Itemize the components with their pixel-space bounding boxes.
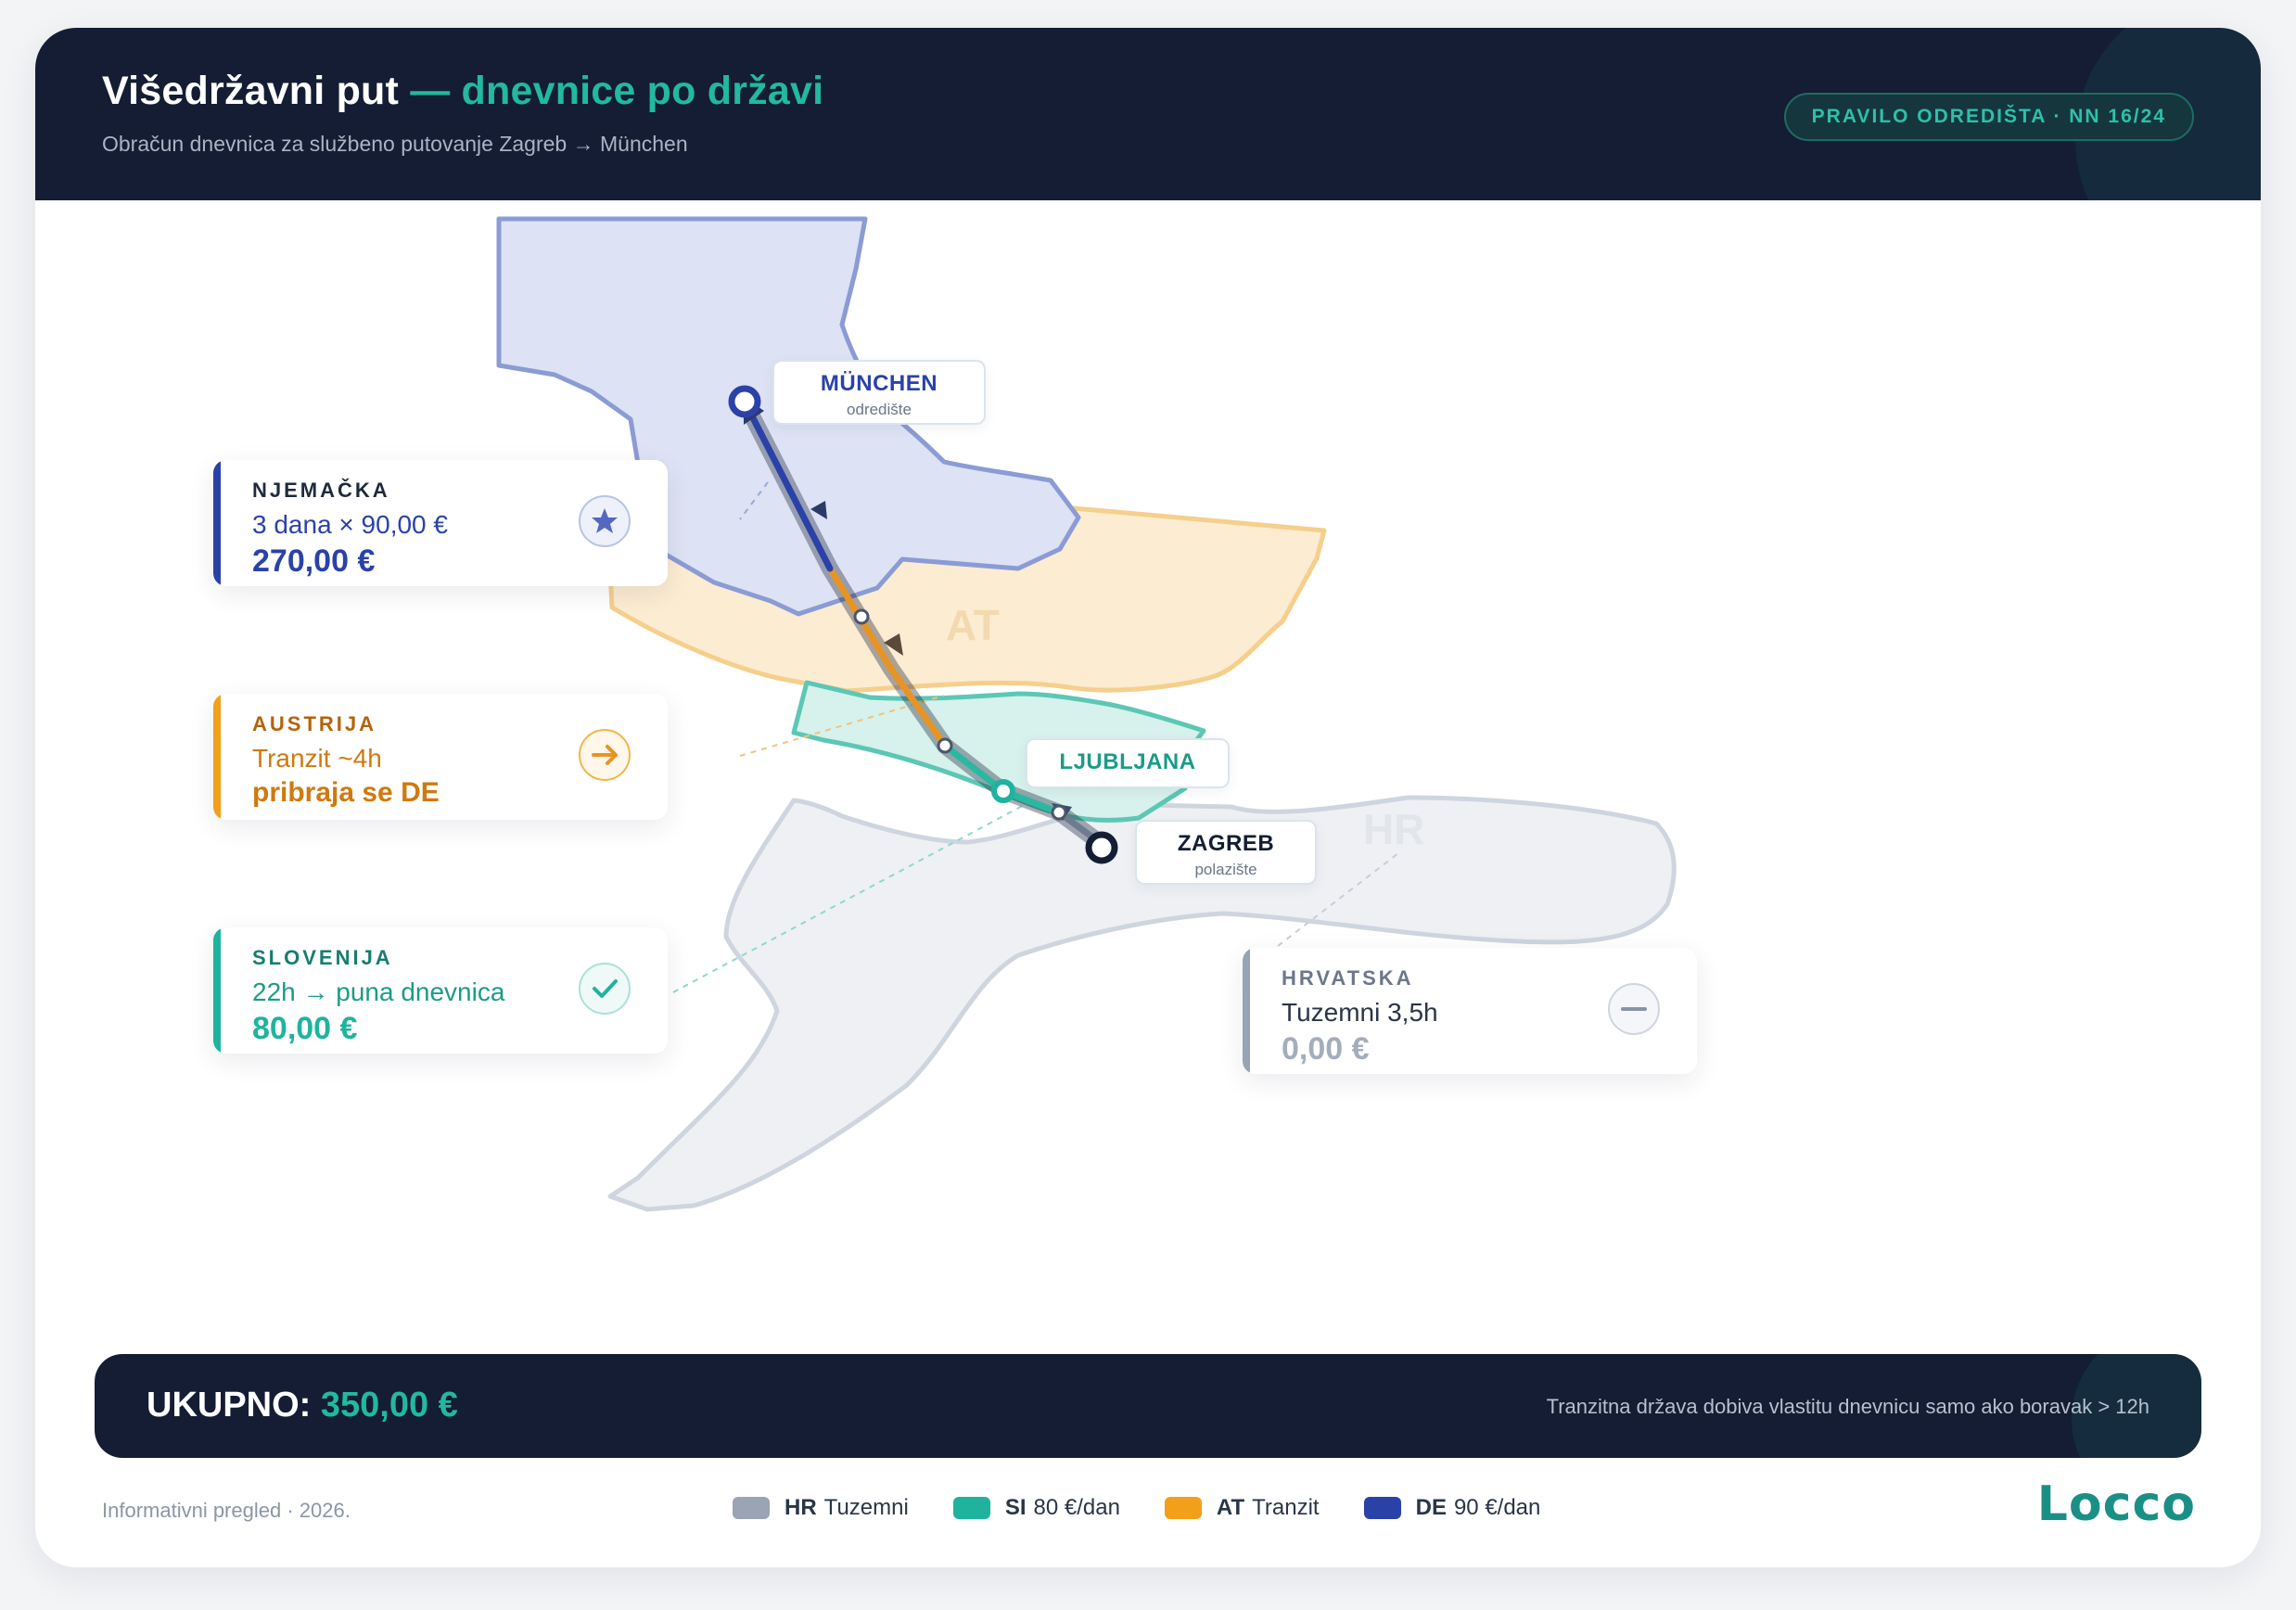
info-card-accent-bar bbox=[213, 694, 221, 820]
city-name-ljubljana: LJUBLJANA bbox=[1059, 749, 1196, 774]
info-card-country: HRVATSKA bbox=[1282, 966, 1414, 990]
brand-logo[interactable]: Locco bbox=[2036, 1476, 2196, 1532]
total-label: UKUPNO: 350,00 € bbox=[147, 1386, 458, 1425]
title-main: Višedržavni put bbox=[102, 69, 400, 113]
legend-swatch bbox=[1363, 1497, 1401, 1519]
total-decoration bbox=[2072, 1354, 2201, 1458]
total-note: Tranzitna država dobiva vlastitu dnevnic… bbox=[1546, 1395, 2149, 1418]
info-card-country: AUSTRIJA bbox=[252, 712, 377, 735]
star-icon bbox=[579, 495, 631, 547]
total-value: 350,00 € bbox=[320, 1386, 458, 1425]
route-segment-de bbox=[741, 398, 834, 572]
info-card-at[interactable]: AUSTRIJA Tranzit ~4h pribraja se DE bbox=[213, 694, 668, 820]
info-card-detail: Tuzemni 3,5h bbox=[1282, 998, 1438, 1027]
info-card-hr[interactable]: HRVATSKA Tuzemni 3,5h 0,00 € bbox=[1243, 948, 1697, 1074]
main-card: Višedržavni put — dnevnice po državi Obr… bbox=[35, 28, 2261, 1567]
info-card-detail: 22h → puna dnevnica bbox=[252, 978, 505, 1006]
leader-at bbox=[739, 695, 945, 757]
header: Višedržavni put — dnevnice po državi Obr… bbox=[35, 28, 2261, 200]
legend-code: AT bbox=[1216, 1495, 1245, 1520]
region-hr-code: HR bbox=[1363, 805, 1424, 853]
route-arrow-3 bbox=[810, 501, 827, 519]
info-card-detail: 3 dana × 90,00 € bbox=[252, 510, 448, 539]
legend-item-si[interactable]: SI 80 €/dan bbox=[952, 1495, 1120, 1521]
waypoint-dot bbox=[937, 737, 953, 754]
city-role-munich: odredište bbox=[847, 401, 912, 418]
leader-hr bbox=[1277, 852, 1399, 947]
legend-swatch bbox=[952, 1497, 990, 1519]
marker-munich[interactable] bbox=[728, 385, 761, 418]
city-role-zagreb: polazište bbox=[1194, 861, 1257, 878]
info-card-de[interactable]: NJEMAČKA 3 dana × 90,00 € 270,00 € bbox=[213, 460, 668, 586]
info-card-detail: Tranzit ~4h bbox=[252, 744, 382, 773]
leader-si bbox=[672, 802, 1028, 993]
leader-de bbox=[739, 481, 769, 520]
total-label-text: UKUPNO: bbox=[147, 1386, 312, 1425]
legend-swatch bbox=[1164, 1497, 1202, 1519]
info-card-accent-bar bbox=[213, 460, 221, 586]
arrow-right-icon bbox=[579, 729, 631, 781]
footer-disclaimer: Informativni pregled · 2026. bbox=[102, 1499, 351, 1522]
legend-item-hr[interactable]: HR Tuzemni bbox=[733, 1495, 909, 1521]
route-arrow-2 bbox=[884, 633, 903, 656]
info-card-accent-bar bbox=[213, 927, 221, 1054]
info-card-amount: 270,00 € bbox=[252, 543, 376, 579]
legend-swatch bbox=[733, 1497, 770, 1519]
route-map: AT HR bbox=[496, 216, 1677, 1212]
info-card-si[interactable]: SLOVENIJA 22h → puna dnevnica 80,00 € bbox=[213, 927, 668, 1054]
legend-label: Tranzit bbox=[1252, 1495, 1320, 1520]
info-card-amount: 0,00 € bbox=[1282, 1031, 1370, 1067]
waypoint-dot bbox=[1051, 804, 1067, 821]
page-title: Višedržavni put — dnevnice po državi bbox=[102, 69, 823, 114]
city-name-zagreb: ZAGREB bbox=[1177, 831, 1275, 856]
legend-code: HR bbox=[784, 1495, 817, 1520]
legend-label: 90 €/dan bbox=[1453, 1495, 1541, 1520]
total-bar: UKUPNO: 350,00 € Tranzitna država dobiva… bbox=[95, 1354, 2201, 1458]
city-name-munich: MÜNCHEN bbox=[820, 371, 938, 396]
region-at-code: AT bbox=[946, 601, 1000, 649]
legend: HR Tuzemni SI 80 €/dan AT Tranzit DE 90 … bbox=[733, 1495, 1540, 1521]
info-card-amount: 80,00 € bbox=[252, 1011, 358, 1046]
legend-code: SI bbox=[1004, 1495, 1027, 1520]
route-segment-at bbox=[826, 565, 949, 749]
info-card-amount: pribraja se DE bbox=[252, 777, 440, 808]
legend-item-de[interactable]: DE 90 €/dan bbox=[1363, 1495, 1541, 1521]
marker-zagreb[interactable] bbox=[1085, 831, 1118, 864]
minus-icon bbox=[1608, 983, 1660, 1035]
city-label-munich: MÜNCHEN odredište bbox=[772, 360, 986, 425]
legend-label: Tuzemni bbox=[823, 1495, 909, 1520]
info-card-country: NJEMAČKA bbox=[252, 479, 390, 502]
title-accent: — dnevnice po državi bbox=[410, 69, 824, 113]
city-label-zagreb: ZAGREB polazište bbox=[1135, 820, 1317, 885]
check-icon bbox=[579, 963, 631, 1015]
info-card-accent-bar bbox=[1243, 948, 1250, 1074]
page-subtitle: Obračun dnevnica za službeno putovanje Z… bbox=[102, 132, 688, 156]
city-label-ljubljana: LJUBLJANA bbox=[1026, 738, 1230, 788]
marker-ljubljana[interactable] bbox=[991, 779, 1015, 803]
waypoint-dot bbox=[853, 608, 870, 625]
rule-badge[interactable]: PRAVILO ODREDIŠTA · NN 16/24 bbox=[1783, 93, 2194, 141]
info-card-country: SLOVENIJA bbox=[252, 946, 393, 969]
legend-code: DE bbox=[1415, 1495, 1447, 1520]
legend-item-at[interactable]: AT Tranzit bbox=[1164, 1495, 1320, 1521]
legend-label: 80 €/dan bbox=[1033, 1495, 1120, 1520]
